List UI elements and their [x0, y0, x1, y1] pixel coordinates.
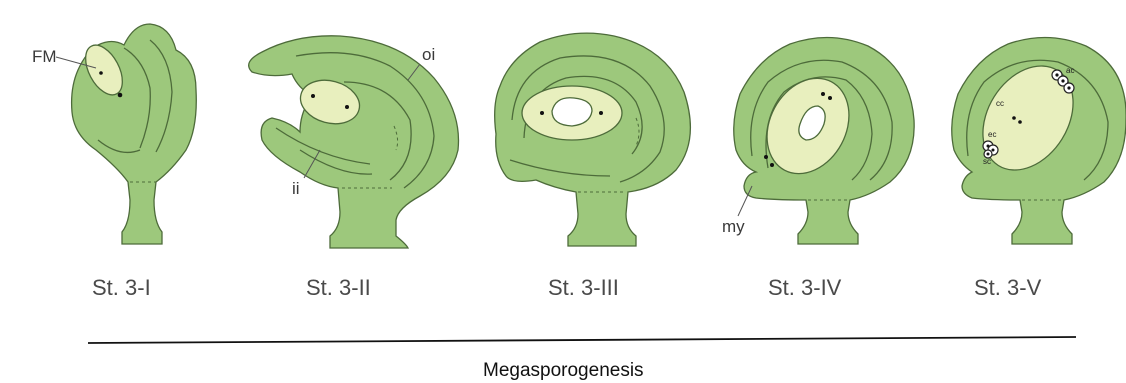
- ii-label: ii: [292, 179, 300, 198]
- sc-label: sc: [983, 157, 991, 166]
- stage-label-3-1: St. 3-I: [92, 275, 151, 300]
- ec-label: ec: [988, 130, 996, 139]
- stage-3-5-ovule: [952, 37, 1126, 244]
- figure-caption: Megasporogenesis: [483, 360, 644, 381]
- fm-label: FM: [32, 47, 57, 66]
- stage-3-1-ovule: [72, 24, 197, 244]
- stage-label-3-2: St. 3-II: [306, 275, 371, 300]
- stage-label-3-5: St. 3-V: [974, 275, 1042, 300]
- stage-label-3-3: St. 3-III: [548, 275, 619, 300]
- oi-label: oi: [422, 45, 435, 64]
- stage-3-3-ovule: [495, 33, 691, 246]
- stage-3-4-ovule: [734, 37, 914, 244]
- stage-3-2-ovule: [249, 36, 459, 248]
- my-label: my: [722, 217, 745, 236]
- ac-label: ac: [1066, 66, 1074, 75]
- stage-label-3-4: St. 3-IV: [768, 275, 842, 300]
- cc-label: cc: [996, 99, 1004, 108]
- megasporogenesis-timeline-bar: [88, 337, 1076, 343]
